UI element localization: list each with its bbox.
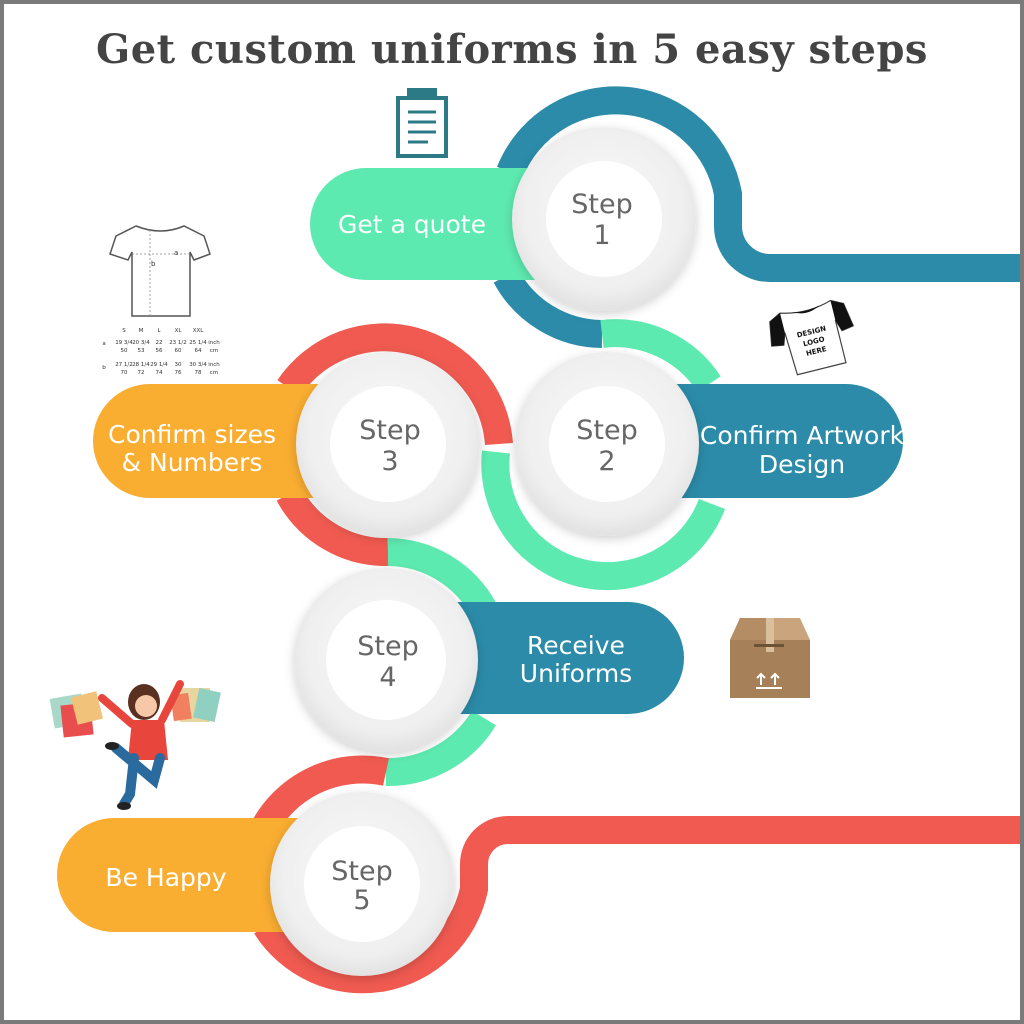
happy-shopper-illustration [49,680,221,810]
step2-label-line1: Confirm Artwork [700,421,905,450]
path-track [249,86,1020,994]
size-header: M [139,328,144,334]
track-step3-lower [276,487,389,566]
clipboard-icon [396,88,448,158]
size-header: XL [175,328,183,334]
size-cell: 53 [138,348,145,354]
shirt-label-a: a [174,249,178,257]
size-cell: 28 1/4 [132,362,150,368]
tshirt-outline-icon [109,225,211,317]
row-label-b: b [102,365,106,371]
size-cell: 60 [175,348,182,354]
size-cell: 72 [138,370,145,376]
size-cell: 19 3/4 [115,340,133,346]
size-cell: 50 [121,348,128,354]
step2-word: Step [576,415,637,446]
step4-number: 4 [379,662,396,693]
size-cell: 76 [175,370,182,376]
step5-word: Step [331,856,392,887]
circle-step2 [515,352,699,536]
shirt-label-b: b [151,260,156,268]
size-cell: 70 [121,370,128,376]
unit-cm: cm [210,370,218,376]
track-step2-lower [481,450,726,591]
track-step4-lower [385,710,496,786]
step2-number: 2 [598,446,615,477]
size-cell: 30 [175,362,182,368]
size-header: S [122,328,126,334]
size-cell: 56 [156,348,163,354]
design-logo-shirt: DESIGN LOGO HERE [769,299,855,376]
track-step5-lower [254,816,1020,994]
step1-label: Get a quote [338,210,486,239]
size-cell: 64 [195,348,202,354]
track-step4-upper [387,538,497,617]
shipping-box-icon [730,618,810,698]
unit-inch: inch [208,340,220,346]
step3-number: 3 [381,446,398,477]
step3-label-line1: Confirm sizes [108,420,276,449]
track-step2-upper [600,319,721,392]
step5-label: Be Happy [105,863,226,892]
size-cell: 22 [156,340,163,346]
steps-diagram: Step 1 Step 2 Step 3 Step 4 Step 5 Get a… [49,86,1020,994]
size-cell: 74 [156,370,163,376]
step1-word: Step [571,189,632,220]
size-cell: 29 1/4 [150,362,168,368]
size-header: XXL [193,328,205,334]
step4-label-line1: Receive [527,631,625,660]
step2-label-line2: Design [759,450,845,479]
track-step1-lower [493,269,603,348]
size-cell: 23 1/2 [169,340,187,346]
circle-step3 [296,352,480,536]
size-cell: 20 3/4 [132,340,150,346]
pill-step5 [57,818,324,932]
step1-number: 1 [593,220,610,251]
circle-step4 [294,568,478,752]
pill-step1 [310,168,566,280]
unit-inch: inch [208,362,220,368]
size-cell: 25 1/4 [189,340,207,346]
row-label-a: a [102,341,105,347]
size-cell: 30 3/4 [189,362,207,368]
step4-word: Step [357,631,418,662]
size-cell: 78 [195,370,202,376]
step4-label-line2: Uniforms [520,659,632,688]
step5-number: 5 [353,885,370,916]
step3-label-line2: & Numbers [122,448,263,477]
size-cell: 27 1/2 [115,362,133,368]
unit-cm: cm [210,348,218,354]
track-step3-upper [277,323,513,446]
page-title: Get custom uniforms in 5 easy steps [96,26,928,73]
track-step1-upper [497,86,1020,282]
circle-step1 [512,127,696,311]
pill-step3 [93,384,346,498]
size-header: L [157,328,161,334]
circle-step5 [270,792,454,976]
step3-word: Step [359,415,420,446]
track-step5-upper [249,755,389,839]
